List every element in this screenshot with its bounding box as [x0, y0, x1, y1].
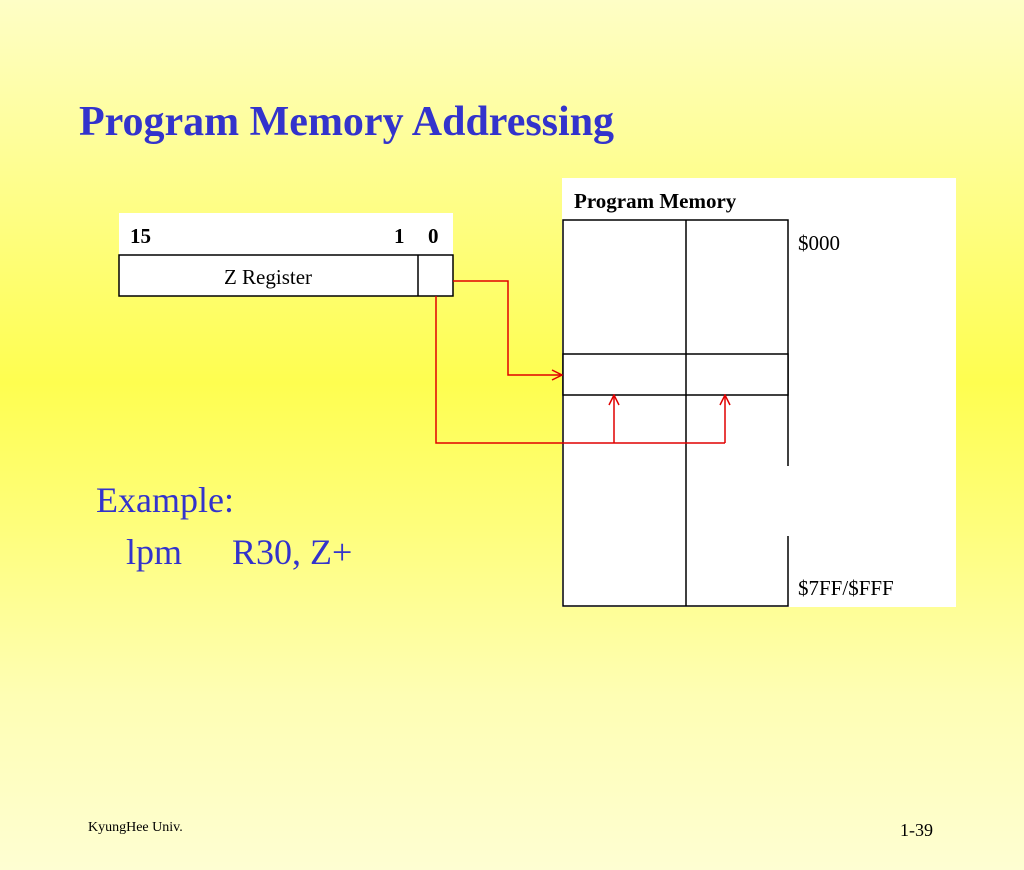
example-instruction: lpm — [126, 532, 183, 572]
z-register-bit-0-label: 0 — [428, 224, 439, 248]
example-heading: Example: — [96, 480, 234, 520]
z-register: 15 1 0 Z Register — [118, 213, 454, 297]
footer-page-number: 1-39 — [900, 820, 933, 840]
program-memory-end-address: $7FF/$FFF — [798, 576, 894, 600]
program-memory: Program Memory $000 $7FF/$FFF — [562, 178, 956, 607]
z-register-bit-1-label: 1 — [394, 224, 405, 248]
example-operands: R30, Z+ — [232, 532, 353, 572]
example-code-line: lpm R30, Z+ — [96, 526, 352, 578]
z-register-label: Z Register — [224, 265, 312, 289]
program-memory-selected-word — [562, 353, 789, 396]
program-memory-title: Program Memory — [574, 189, 737, 213]
z-register-bit-15-label: 15 — [130, 224, 151, 248]
word-address-arrow — [453, 280, 562, 375]
program-memory-start-address: $000 — [798, 231, 840, 255]
z-register-box — [118, 254, 454, 297]
byte-select-line — [435, 296, 725, 444]
slide-title: Program Memory Addressing — [79, 99, 615, 145]
footer-institution: KyungHee Univ. — [88, 820, 183, 835]
example-block: Example: lpm R30, Z+ — [96, 474, 352, 578]
z-register-bit-header — [119, 213, 453, 255]
program-memory-block — [562, 219, 789, 607]
address-arrows — [435, 280, 725, 444]
